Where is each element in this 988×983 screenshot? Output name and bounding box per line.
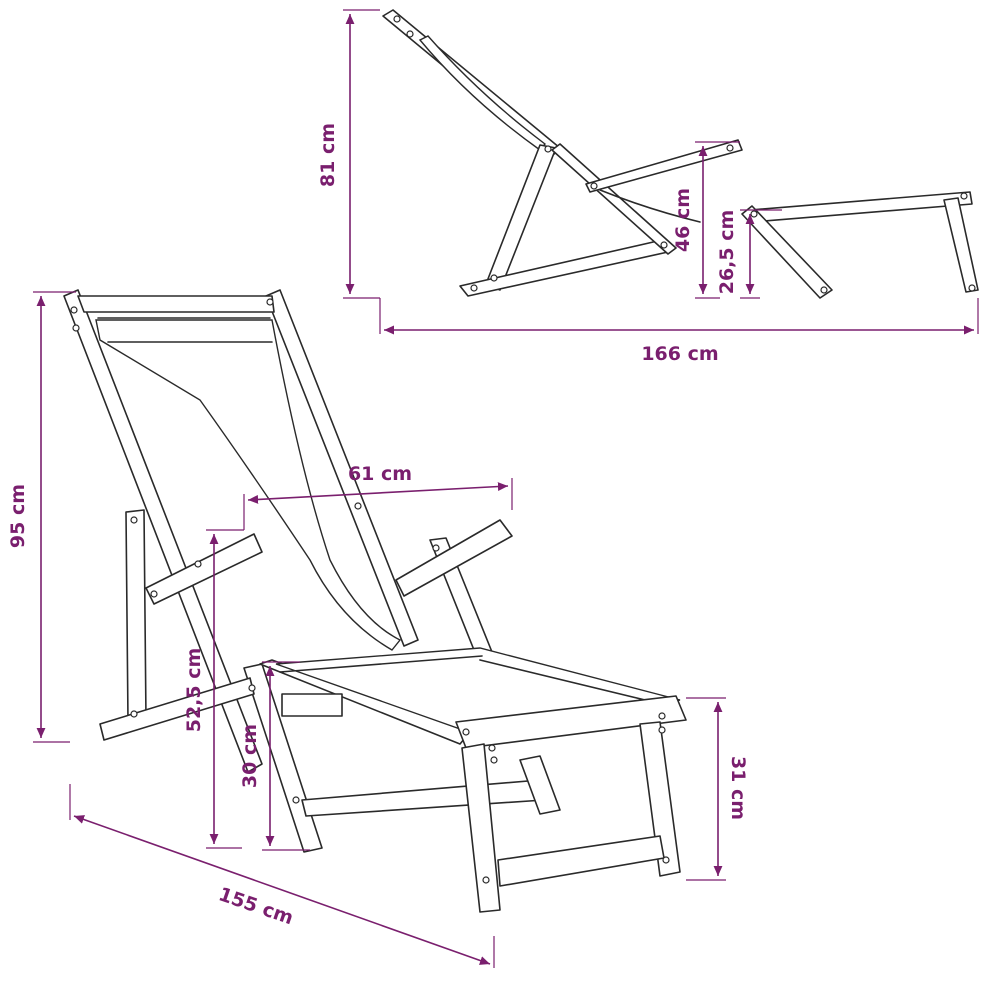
- label-front-seat-height: 30 cm: [239, 724, 261, 788]
- label-side-total-height: 81 cm: [317, 123, 339, 187]
- front-view-chair-drawing: [63, 289, 687, 913]
- label-side-total-length: 166 cm: [641, 343, 718, 365]
- label-front-seat-width: 61 cm: [348, 463, 412, 485]
- side-view-chair-drawing: [382, 9, 979, 299]
- side-view-dimensions: [343, 9, 979, 335]
- label-front-footrest-height: 31 cm: [727, 756, 749, 820]
- label-side-footrest-height: 26,5 cm: [716, 210, 738, 295]
- label-side-seat-height: 46 cm: [672, 188, 694, 252]
- label-front-total-height: 95 cm: [7, 484, 29, 548]
- label-front-armrest-height: 52,5 cm: [183, 648, 205, 733]
- front-view-dimensions: [33, 291, 726, 968]
